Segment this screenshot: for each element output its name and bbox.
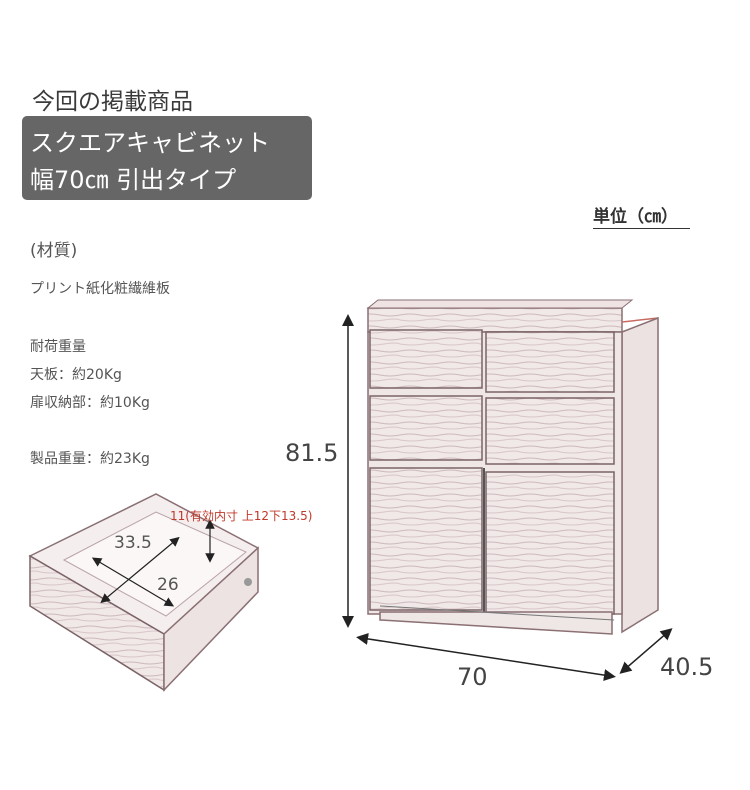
drawer-drawing [28,493,260,692]
drawer-dimension-width: 26 [157,575,179,595]
load-top: 天板：約20Kg [30,367,122,383]
cabinet-drawing [366,299,659,635]
material-value: プリント紙化粧繊維板 [30,281,170,297]
load-heading: 耐荷重量 [30,339,86,355]
product-title-line2: 幅70㎝ 引出タイプ [30,166,237,194]
product-title-line1: スクエアキャビネット [30,129,270,157]
unit-label: 単位（㎝） [593,207,678,227]
section-heading: 今回の掲載商品 [32,89,193,115]
dimension-height: 81.5 [285,439,339,467]
load-door: 扉収納部：約10Kg [30,395,150,411]
product-title-box: スクエアキャビネット 幅70㎝ 引出タイプ [22,116,312,200]
material-heading: (材質) [30,241,78,261]
product-weight: 製品重量：約23Kg [30,451,150,467]
drawer-dimension-length: 33.5 [114,533,152,553]
dimension-depth: 40.5 [660,653,714,681]
drawer-inner-height-note: 11(有効内寸 上12下13.5) [170,509,313,523]
unit-underline [593,228,690,229]
dimension-width: 70 [457,663,488,691]
